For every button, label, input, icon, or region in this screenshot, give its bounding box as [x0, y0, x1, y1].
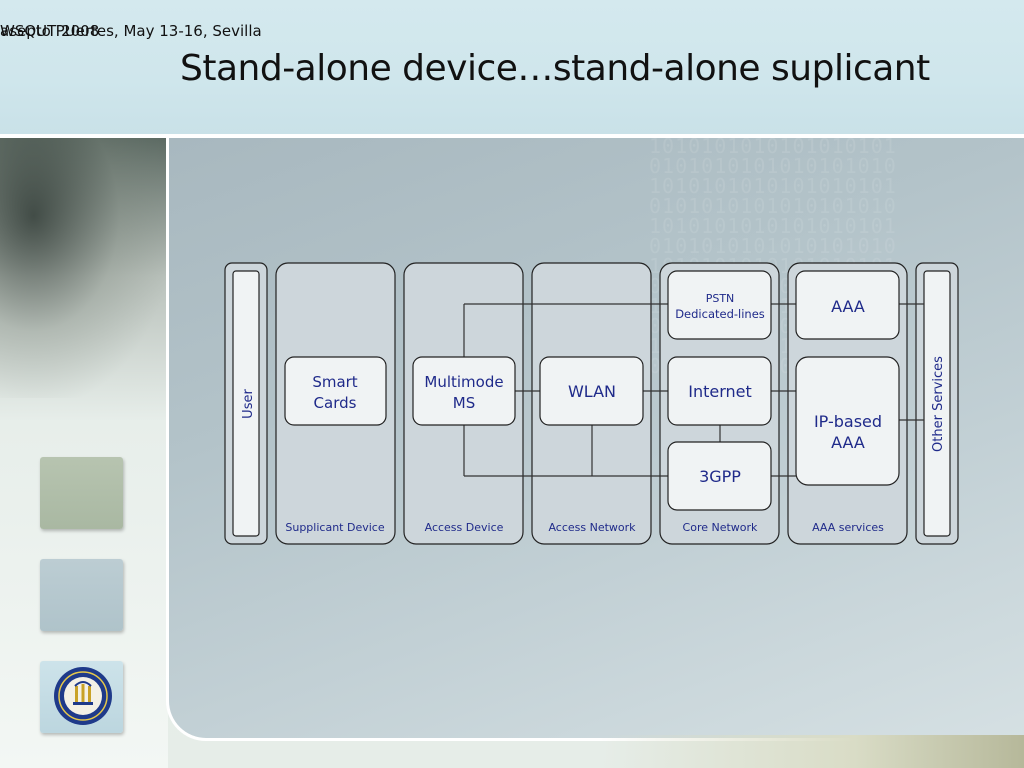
- node-multimode-ms: [412, 356, 516, 426]
- pstn-line2: Dedicated-lines: [675, 307, 765, 321]
- connectors: [463, 303, 924, 477]
- ip-aaa-line2: AAA: [831, 433, 865, 452]
- node-smart-cards: [284, 356, 387, 426]
- internet-label: Internet: [688, 382, 752, 401]
- user-inner: [232, 270, 260, 537]
- caption-supplicant: Supplicant Device: [285, 521, 384, 534]
- aaa-label: AAA: [831, 297, 865, 316]
- caption-access-device: Access Device: [425, 521, 504, 534]
- caption-access-network: Access Network: [548, 521, 636, 534]
- smart-cards-line1: Smart: [312, 373, 357, 391]
- nav-square-blue: [40, 559, 123, 631]
- multimode-line2: MS: [453, 394, 475, 412]
- user-label: User: [241, 389, 256, 419]
- node-pstn: [667, 270, 772, 340]
- bottom-glow: [600, 735, 1024, 768]
- node-aaa: [795, 270, 900, 340]
- header-band: [0, 0, 1024, 134]
- node-internet: [667, 356, 772, 426]
- other-services-label: Other Services: [931, 356, 946, 452]
- nav-square-green: [40, 457, 123, 529]
- 3gpp-label: 3GPP: [699, 467, 741, 486]
- pstn-line1: PSTN: [706, 292, 735, 305]
- node-3gpp: [667, 441, 772, 511]
- node-wlan: [539, 356, 644, 426]
- conference-note-b: asepto PUertes, May 13-16, Sevilla: [0, 22, 262, 40]
- smart-cards-line2: Cards: [314, 394, 357, 412]
- ip-aaa-line1: IP-based: [814, 412, 882, 431]
- other-services-inner: [923, 270, 951, 537]
- node-ip-aaa: [795, 356, 900, 486]
- multimode-line1: Multimode: [424, 373, 503, 391]
- caption-core-network: Core Network: [683, 521, 759, 534]
- wlan-label: WLAN: [568, 382, 616, 401]
- header-divider: [0, 134, 1024, 138]
- left-photo-band: [0, 138, 168, 768]
- university-seal-icon: [54, 667, 112, 725]
- conference-note-a: WSQUT 2008: [0, 22, 100, 40]
- caption-aaa-services: AAA services: [812, 521, 884, 534]
- slide-title: Stand-alone device…stand-alone suplicant: [180, 48, 930, 89]
